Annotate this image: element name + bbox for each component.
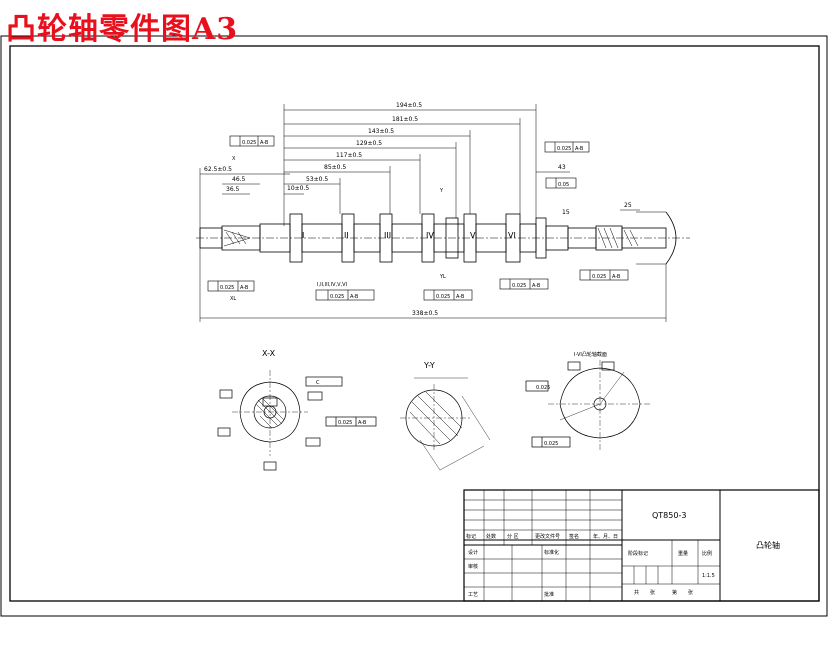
drawing-title: 凸轮轴零件图A3 (6, 12, 239, 47)
section-i-vi: I-VI凸轮轴截面 0.025 0.025 (525, 351, 652, 450)
title-block-texts: QT850-3 凸轮轴 标记 处数 分 区 更改文件号 签名 年、月、日 设计 … (466, 511, 780, 598)
tb-scale: 1:1.5 (702, 573, 715, 579)
dim-85: 85±0.5 (324, 164, 346, 171)
tolerance-frames (207, 135, 629, 301)
section-mark-x: X (232, 156, 236, 162)
ivi-tol-value-2: 0.025 (544, 441, 558, 447)
tb-sheet: 第 (672, 589, 677, 596)
journal-label-1: I (302, 231, 304, 240)
dim-194: 194±0.5 (396, 102, 422, 109)
tol-value-1: 0.025 (242, 140, 256, 146)
tb-header-date: 年、月、日 (593, 533, 618, 540)
tb-header-mark: 标记 (466, 533, 476, 540)
top-dimension-lines (199, 104, 667, 322)
tb-stage: 阶段标记 (628, 550, 648, 557)
tol-value-2: 0.025 (557, 146, 571, 152)
tol-datum-7: A-B (240, 285, 249, 291)
tol-value-4: 0.025 (436, 294, 450, 300)
dim-53: 53±0.5 (306, 176, 328, 183)
tolerance-texts: 0.025 A-B 0.025 A-B I,II,III,IV,V,VI 0.0… (220, 140, 621, 300)
dim-181: 181±0.5 (392, 116, 418, 123)
dim-36-5: 36.5 (226, 186, 240, 193)
shaft-main-view (196, 211, 690, 265)
tol-datum-2: A-B (575, 146, 584, 152)
dim-25: 25 (624, 202, 632, 209)
tol-datum-5: A-B (532, 283, 541, 289)
journal-label-3: III (384, 231, 391, 240)
dim-117: 117±0.5 (336, 152, 362, 159)
tb-role-design: 设计 (468, 549, 478, 556)
outer-frame (0, 35, 828, 617)
inner-frame (9, 45, 820, 602)
journal-label-5: V (470, 231, 476, 240)
tb-role-standard: 标准化 (544, 549, 559, 556)
tb-sheet-label: 张 (688, 589, 693, 596)
title-block (463, 489, 820, 602)
tb-total: 共 (634, 589, 639, 596)
journal-label-2: II (344, 231, 349, 240)
section-y-y: Y-Y (400, 361, 491, 471)
dim-46-5: 46.5 (232, 176, 246, 183)
tol-value-7: 0.025 (220, 285, 234, 291)
tb-role-review: 审核 (468, 563, 478, 570)
dim-total: 338±0.5 (412, 310, 438, 317)
section-x-x-title: X-X (262, 349, 276, 358)
xx-datum-c: C (316, 380, 320, 386)
dim-143: 143±0.5 (368, 128, 394, 135)
tol-value-3: 0.025 (330, 294, 344, 300)
dim-129: 129±0.5 (356, 140, 382, 147)
tol-datum-6: A-B (612, 274, 621, 280)
xx-tol-datum: A-B (358, 420, 367, 426)
journal-label-4: IV (426, 231, 434, 240)
tol-value-5: 0.025 (512, 283, 526, 289)
tol-datum-1: A-B (260, 140, 269, 146)
tb-role-process: 工艺 (468, 592, 478, 598)
tb-role-approve: 批准 (544, 591, 554, 598)
section-mark-y: Y (439, 188, 444, 194)
tb-header-zone: 分 区 (507, 533, 519, 540)
section-y-y-title: Y-Y (423, 361, 435, 370)
tb-weight: 重量 (678, 550, 688, 557)
tb-scale-label: 比例 (702, 550, 712, 557)
section-mark-yl: YL (439, 274, 446, 280)
drawing-number: QT850-3 (652, 511, 686, 520)
tb-header-count: 处数 (486, 533, 496, 540)
section-x-x: X-X C 0.025 A-B (217, 349, 377, 471)
journal-labels: I II III IV V VI (302, 231, 516, 240)
section-mark-xl: XL (230, 296, 236, 302)
tol-datum-3: A-B (350, 294, 359, 300)
xx-tol-value: 0.025 (338, 420, 352, 426)
section-i-vi-title: I-VI凸轮轴截面 (574, 351, 607, 358)
tb-total-label: 张 (650, 589, 655, 596)
part-name: 凸轮轴 (756, 540, 780, 550)
dimension-texts: 194±0.5 181±0.5 143±0.5 129±0.5 117±0.5 … (204, 102, 632, 317)
dim-62-5: 62.5±0.5 (204, 166, 232, 173)
tol-value-8: 0.05 (558, 182, 569, 188)
tb-header-sign: 签名 (569, 533, 579, 540)
tol-datum-4: A-B (456, 294, 465, 300)
ivi-tol-value-1: 0.025 (536, 385, 550, 391)
dim-15: 15 (562, 209, 570, 216)
tb-header-change-doc: 更改文件号 (535, 533, 560, 540)
tol-value-6: 0.025 (592, 274, 606, 280)
roman-list-label: I,II,III,IV,V,VI (317, 282, 347, 288)
dim-10: 10±0.5 (287, 185, 309, 192)
journal-label-6: VI (508, 231, 516, 240)
section-markers: X Y YL XL (230, 156, 446, 302)
dim-43: 43 (558, 164, 566, 171)
